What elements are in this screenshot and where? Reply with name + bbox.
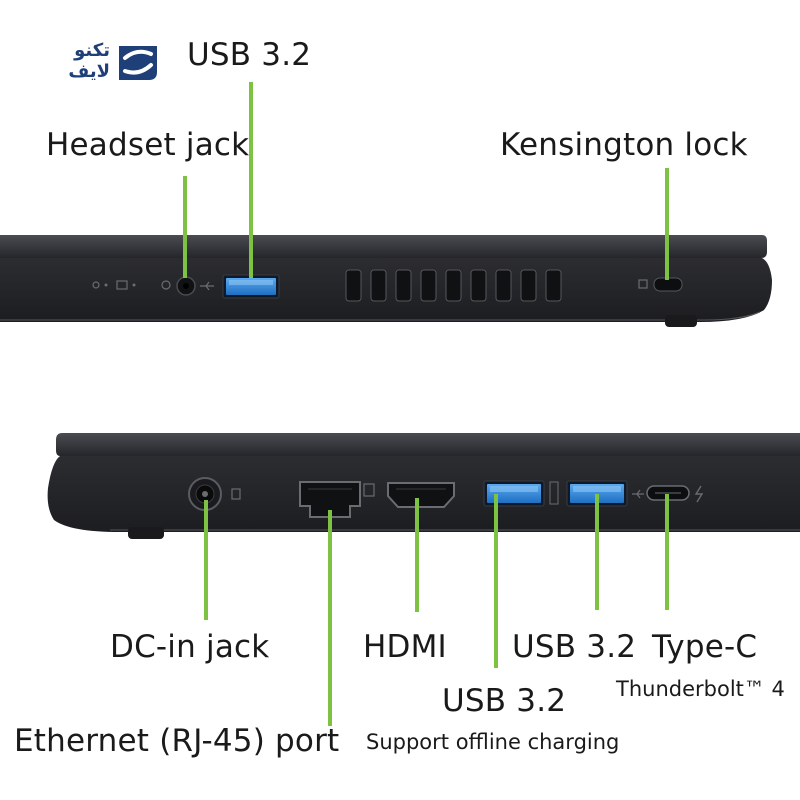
power-symbol-icon (231, 488, 241, 500)
brand-logo-line1: تكنو (74, 40, 110, 61)
status-indicator-icons (92, 280, 171, 290)
network-symbol-icon (363, 483, 375, 497)
label-offline-charging: Support offline charging (366, 730, 620, 754)
rubber-foot-bottom (128, 527, 164, 539)
charge-symbol-icon (549, 481, 559, 505)
thunderbolt-icon (694, 485, 704, 503)
headset-icon (161, 280, 171, 290)
usb-symbol-icon (200, 281, 214, 291)
led-dot-icon-2 (132, 283, 136, 287)
cooling-vent (345, 269, 562, 302)
label-ethernet-port: Ethernet (RJ-45) port (14, 723, 340, 759)
label-hdmi: HDMI (363, 629, 447, 665)
label-usb-offline: USB 3.2 (442, 683, 567, 719)
lock-symbol-icon (638, 279, 648, 289)
brand-logo-line2: لايف (68, 61, 110, 82)
laptop-right-side (47, 433, 800, 539)
lid-edge-bottom (56, 433, 800, 456)
usb-symbol-icon-2 (632, 489, 644, 499)
power-led-icon (92, 281, 100, 289)
label-usb-right: USB 3.2 (512, 629, 637, 665)
label-thunderbolt: Thunderbolt™ 4 (616, 677, 785, 701)
label-kensington-lock: Kensington lock (500, 127, 748, 163)
brand-logo-text: تكنو لايف (40, 40, 110, 82)
led-dot-icon (104, 283, 108, 287)
label-dc-in-jack: DC-in jack (110, 629, 270, 665)
label-headset-jack: Headset jack (46, 127, 250, 163)
hdmi-port (387, 482, 455, 508)
rubber-foot (665, 315, 697, 327)
lid-edge (0, 235, 767, 258)
laptop-left-side (0, 235, 772, 327)
brand-logo: تكنو لايف (40, 40, 165, 88)
label-type-c: Type-C (652, 629, 758, 665)
battery-icon (116, 280, 128, 290)
speech-bubble-s-logo-icon (119, 46, 157, 80)
callout-lines (183, 82, 669, 726)
ethernet-port (299, 481, 361, 518)
label-usb-top: USB 3.2 (187, 37, 312, 73)
